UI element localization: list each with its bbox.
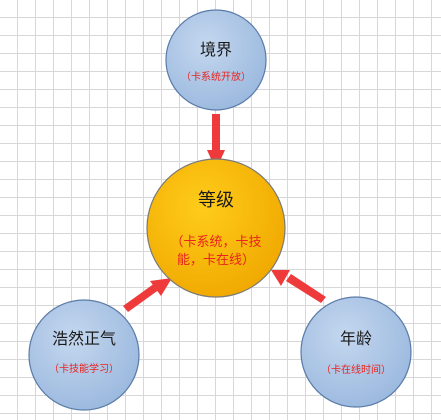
arrow-head <box>271 270 290 286</box>
node-note-line2: 能，卡在线） <box>177 253 255 268</box>
node-note: （卡在线时间） <box>321 363 391 376</box>
node-circle <box>146 158 286 298</box>
node-haoran: 浩然正气 （卡技能学习） <box>28 299 140 411</box>
node-title: 等级 <box>198 190 234 211</box>
node-dengji: 等级 （卡系统，卡技 能，卡在线） <box>146 158 286 298</box>
edge-nianling-to-dengji <box>271 270 326 303</box>
node-jingjie: 境界 （卡系统开放） <box>165 9 267 111</box>
node-circle <box>300 296 412 408</box>
node-note-line1: （卡系统，卡技 <box>170 235 261 250</box>
node-title: 浩然正气 <box>52 329 116 348</box>
node-title: 境界 <box>200 40 232 59</box>
arrow-shaft <box>123 283 160 312</box>
node-title: 年龄 <box>340 329 372 348</box>
node-circle <box>165 9 267 111</box>
arrow-head <box>150 278 172 296</box>
arrow-shaft <box>286 274 326 303</box>
arrow-shaft <box>212 114 220 152</box>
edge-haoran-to-dengji <box>123 278 172 312</box>
node-note: （卡系统开放） <box>181 70 251 83</box>
node-circle <box>28 299 140 411</box>
node-nianling: 年龄 （卡在线时间） <box>300 296 412 408</box>
node-note: （卡技能学习） <box>49 362 119 375</box>
